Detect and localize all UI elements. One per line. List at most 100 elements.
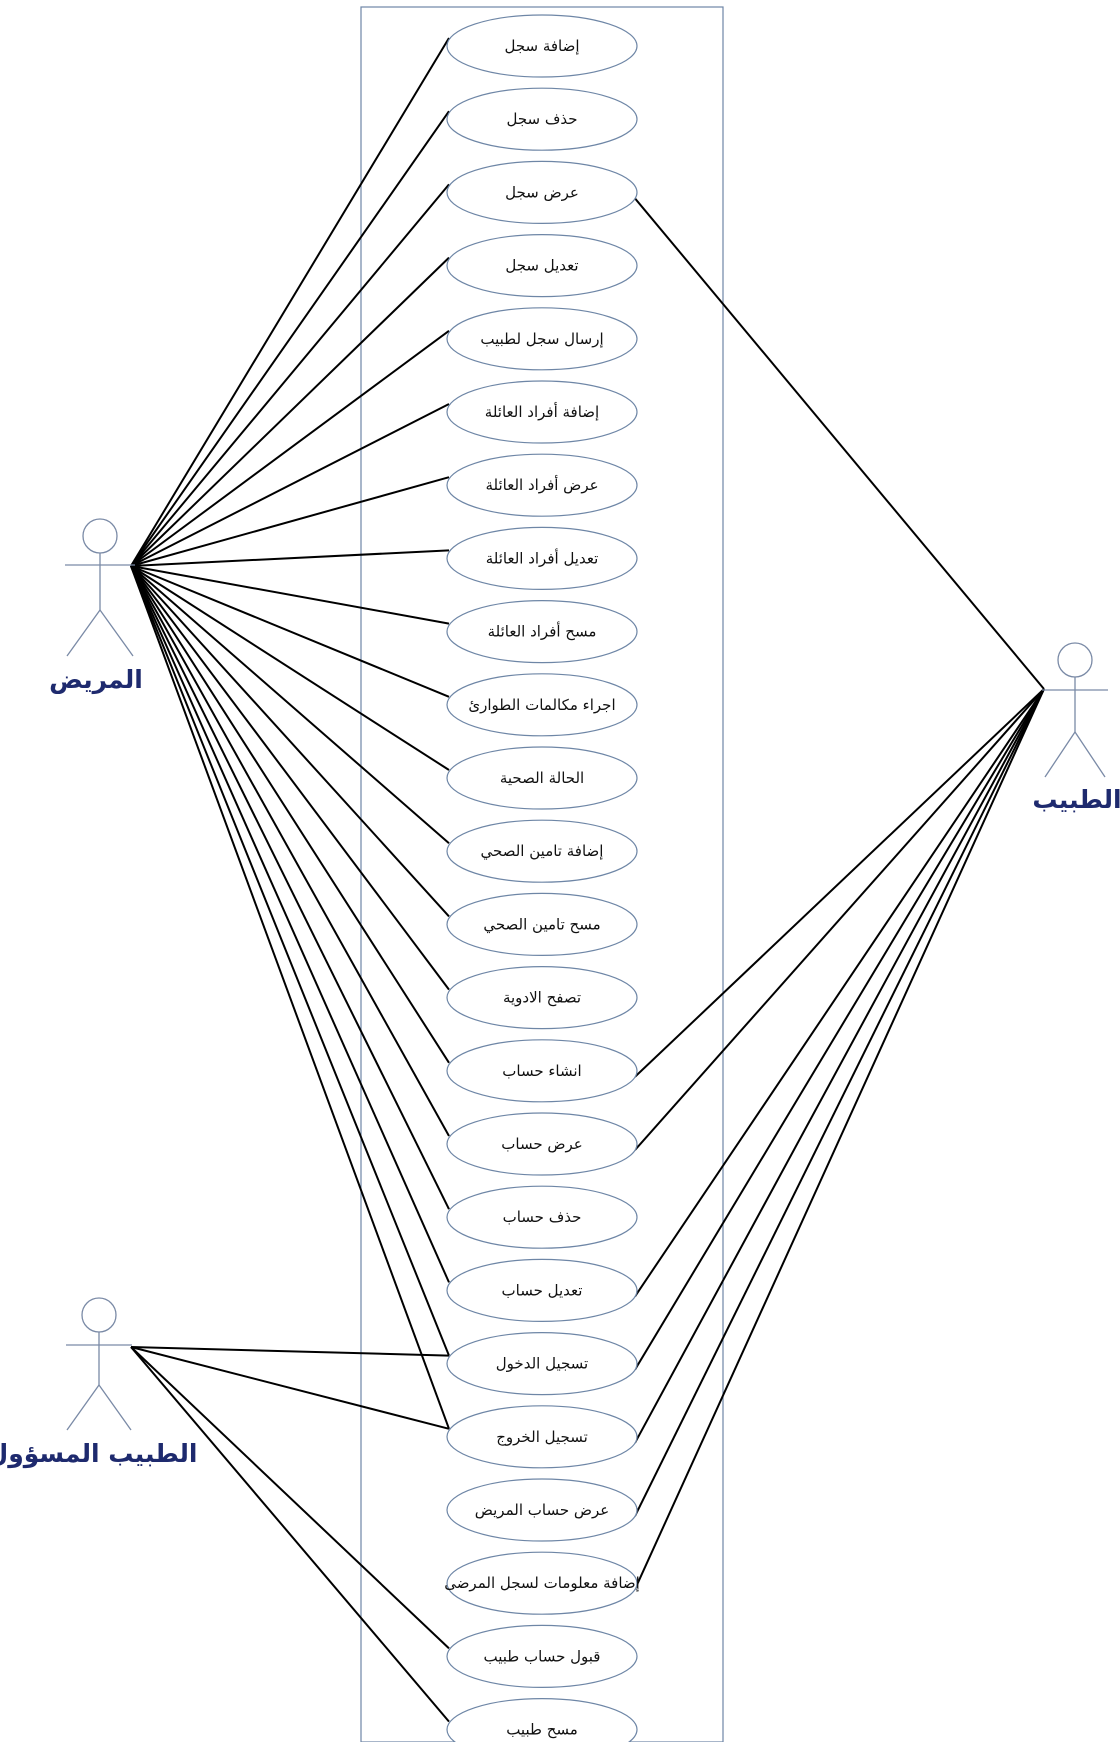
use-case-ellipse: [446, 307, 638, 371]
association-line-doctor: [634, 688, 1045, 1517]
use-case-ellipse: [446, 673, 638, 737]
use-case-ellipse: [446, 746, 638, 810]
use-case-label: حذف سجل: [506, 110, 577, 128]
actor-label-patient: المريض: [49, 665, 143, 695]
use-case: تعديل سجل: [446, 234, 638, 298]
association-line-patient: [130, 110, 450, 567]
use-case-label: مسح تامين الصحي: [483, 915, 600, 934]
use-case-label: انشاء حساب: [502, 1062, 581, 1080]
association-line-doctor: [634, 688, 1045, 1297]
association-line-doctor: [634, 688, 1045, 1444]
use-case-label: إضافة تامين الصحي: [481, 842, 604, 861]
association-line-patient: [130, 476, 450, 567]
association-line-patient: [130, 565, 450, 698]
use-case-label: قبول حساب طبيب: [484, 1647, 601, 1665]
use-case: إضافة سجل: [446, 14, 638, 78]
actor-patient: المريض: [49, 518, 143, 695]
association-line-patient: [130, 565, 450, 1430]
use-case: مسح طبيب: [446, 1698, 638, 1742]
association-line-admin: [130, 1346, 450, 1357]
association-line-doctor: [634, 688, 1045, 1078]
use-case-label: الحالة الصحية: [500, 769, 584, 787]
use-case: عرض حساب: [446, 1112, 638, 1176]
use-case: تعديل حساب: [446, 1258, 638, 1323]
use-case: إضافة معلومات لسجل المرضى: [444, 1551, 640, 1615]
association-line-patient: [130, 403, 450, 567]
use-case: إضافة أفراد العائلة: [446, 380, 638, 444]
use-case: تسجيل الخروج: [446, 1405, 638, 1469]
association-line-patient: [130, 565, 450, 991]
association-line-patient: [130, 329, 450, 567]
use-case-label: تسجيل الدخول: [496, 1355, 588, 1373]
use-cases: إضافة سجل حذف سجل عرض سجل تعديل سجل إرسال سج…: [444, 14, 640, 1742]
actor-doctor: الطبيب: [1032, 642, 1120, 814]
association-line-patient: [130, 565, 450, 1356]
use-case: تسجيل الدخول: [446, 1331, 638, 1396]
use-case-label: تصفح الادوية: [503, 989, 581, 1007]
use-case: عرض حساب المريض: [446, 1478, 638, 1542]
stick-figure-icon: [66, 1297, 132, 1431]
association-line-doctor: [634, 688, 1045, 1151]
use-case-ellipse: [446, 87, 638, 151]
use-case-label: إضافة معلومات لسجل المرضى: [444, 1574, 640, 1592]
use-case-label: عرض حساب: [501, 1135, 582, 1153]
use-case: عرض سجل: [446, 160, 638, 224]
use-case-ellipse: [446, 1185, 638, 1249]
use-case-label: مسح أفراد العائلة: [488, 622, 597, 641]
use-case-ellipse: [446, 599, 638, 664]
use-case: عرض أفراد العائلة: [446, 453, 638, 517]
use-case-ellipse: [446, 819, 638, 883]
use-case-ellipse: [446, 1405, 638, 1469]
use-case-label: مسح طبيب: [506, 1721, 578, 1739]
association-line-patient: [130, 37, 450, 567]
association-line-admin: [130, 1346, 450, 1723]
use-case: إرسال سجل لطبيب: [446, 307, 638, 371]
use-case-ellipse: [446, 526, 638, 591]
association-line-doctor: [634, 688, 1045, 1371]
use-case: حذف سجل: [446, 87, 638, 151]
use-case: إضافة تامين الصحي: [446, 819, 638, 883]
use-case-ellipse: [446, 234, 638, 298]
use-case-label: إرسال سجل لطبيب: [480, 330, 603, 348]
stick-figure-icon: [1042, 642, 1108, 778]
stick-figure-icon: [65, 518, 135, 657]
use-case-label: تعديل حساب: [502, 1281, 583, 1299]
association-line-patient: [130, 565, 450, 1137]
use-case: حذف حساب: [446, 1185, 638, 1249]
use-case-label: اجراء مكالمات الطوارئ: [468, 696, 615, 714]
association-line-patient: [130, 565, 450, 1064]
actor-label-admin: الطبيب المسؤول: [0, 1439, 197, 1469]
association-line-patient: [130, 565, 450, 771]
association-line-patient: [130, 183, 450, 567]
use-case-label: تعديل أفراد العائلة: [486, 548, 599, 567]
association-line-patient: [130, 565, 450, 918]
association-line-doctor: [634, 197, 1045, 690]
use-case-ellipse: [446, 1039, 638, 1103]
association-lines: [130, 37, 1045, 1723]
use-case-label: عرض أفراد العائلة: [485, 475, 598, 494]
use-case: تعديل أفراد العائلة: [446, 526, 638, 591]
use-case: اجراء مكالمات الطوارئ: [446, 673, 638, 737]
use-case-label: عرض حساب المريض: [475, 1501, 609, 1519]
use-case-ellipse: [446, 1112, 638, 1176]
use-case: مسح تامين الصحي: [446, 892, 638, 957]
use-case: الحالة الصحية: [446, 746, 638, 810]
use-case-ellipse: [446, 1331, 638, 1396]
association-line-patient: [130, 549, 450, 567]
use-case: مسح أفراد العائلة: [446, 599, 638, 664]
use-case-ellipse: [446, 453, 638, 517]
association-line-doctor: [634, 688, 1045, 1590]
use-case-ellipse: [446, 160, 638, 224]
association-line-patient: [130, 565, 450, 1283]
association-line-patient: [130, 565, 450, 844]
use-case-ellipse: [446, 14, 638, 78]
use-case: تصفح الادوية: [446, 965, 638, 1030]
use-case-ellipse: [446, 1551, 638, 1615]
system-boundary: [360, 6, 724, 1742]
association-line-patient: [130, 565, 450, 625]
use-case-label: إضافة أفراد العائلة: [485, 402, 599, 421]
association-line-admin: [130, 1346, 450, 1650]
use-case-ellipse: [446, 1624, 638, 1689]
use-case: انشاء حساب: [446, 1039, 638, 1103]
